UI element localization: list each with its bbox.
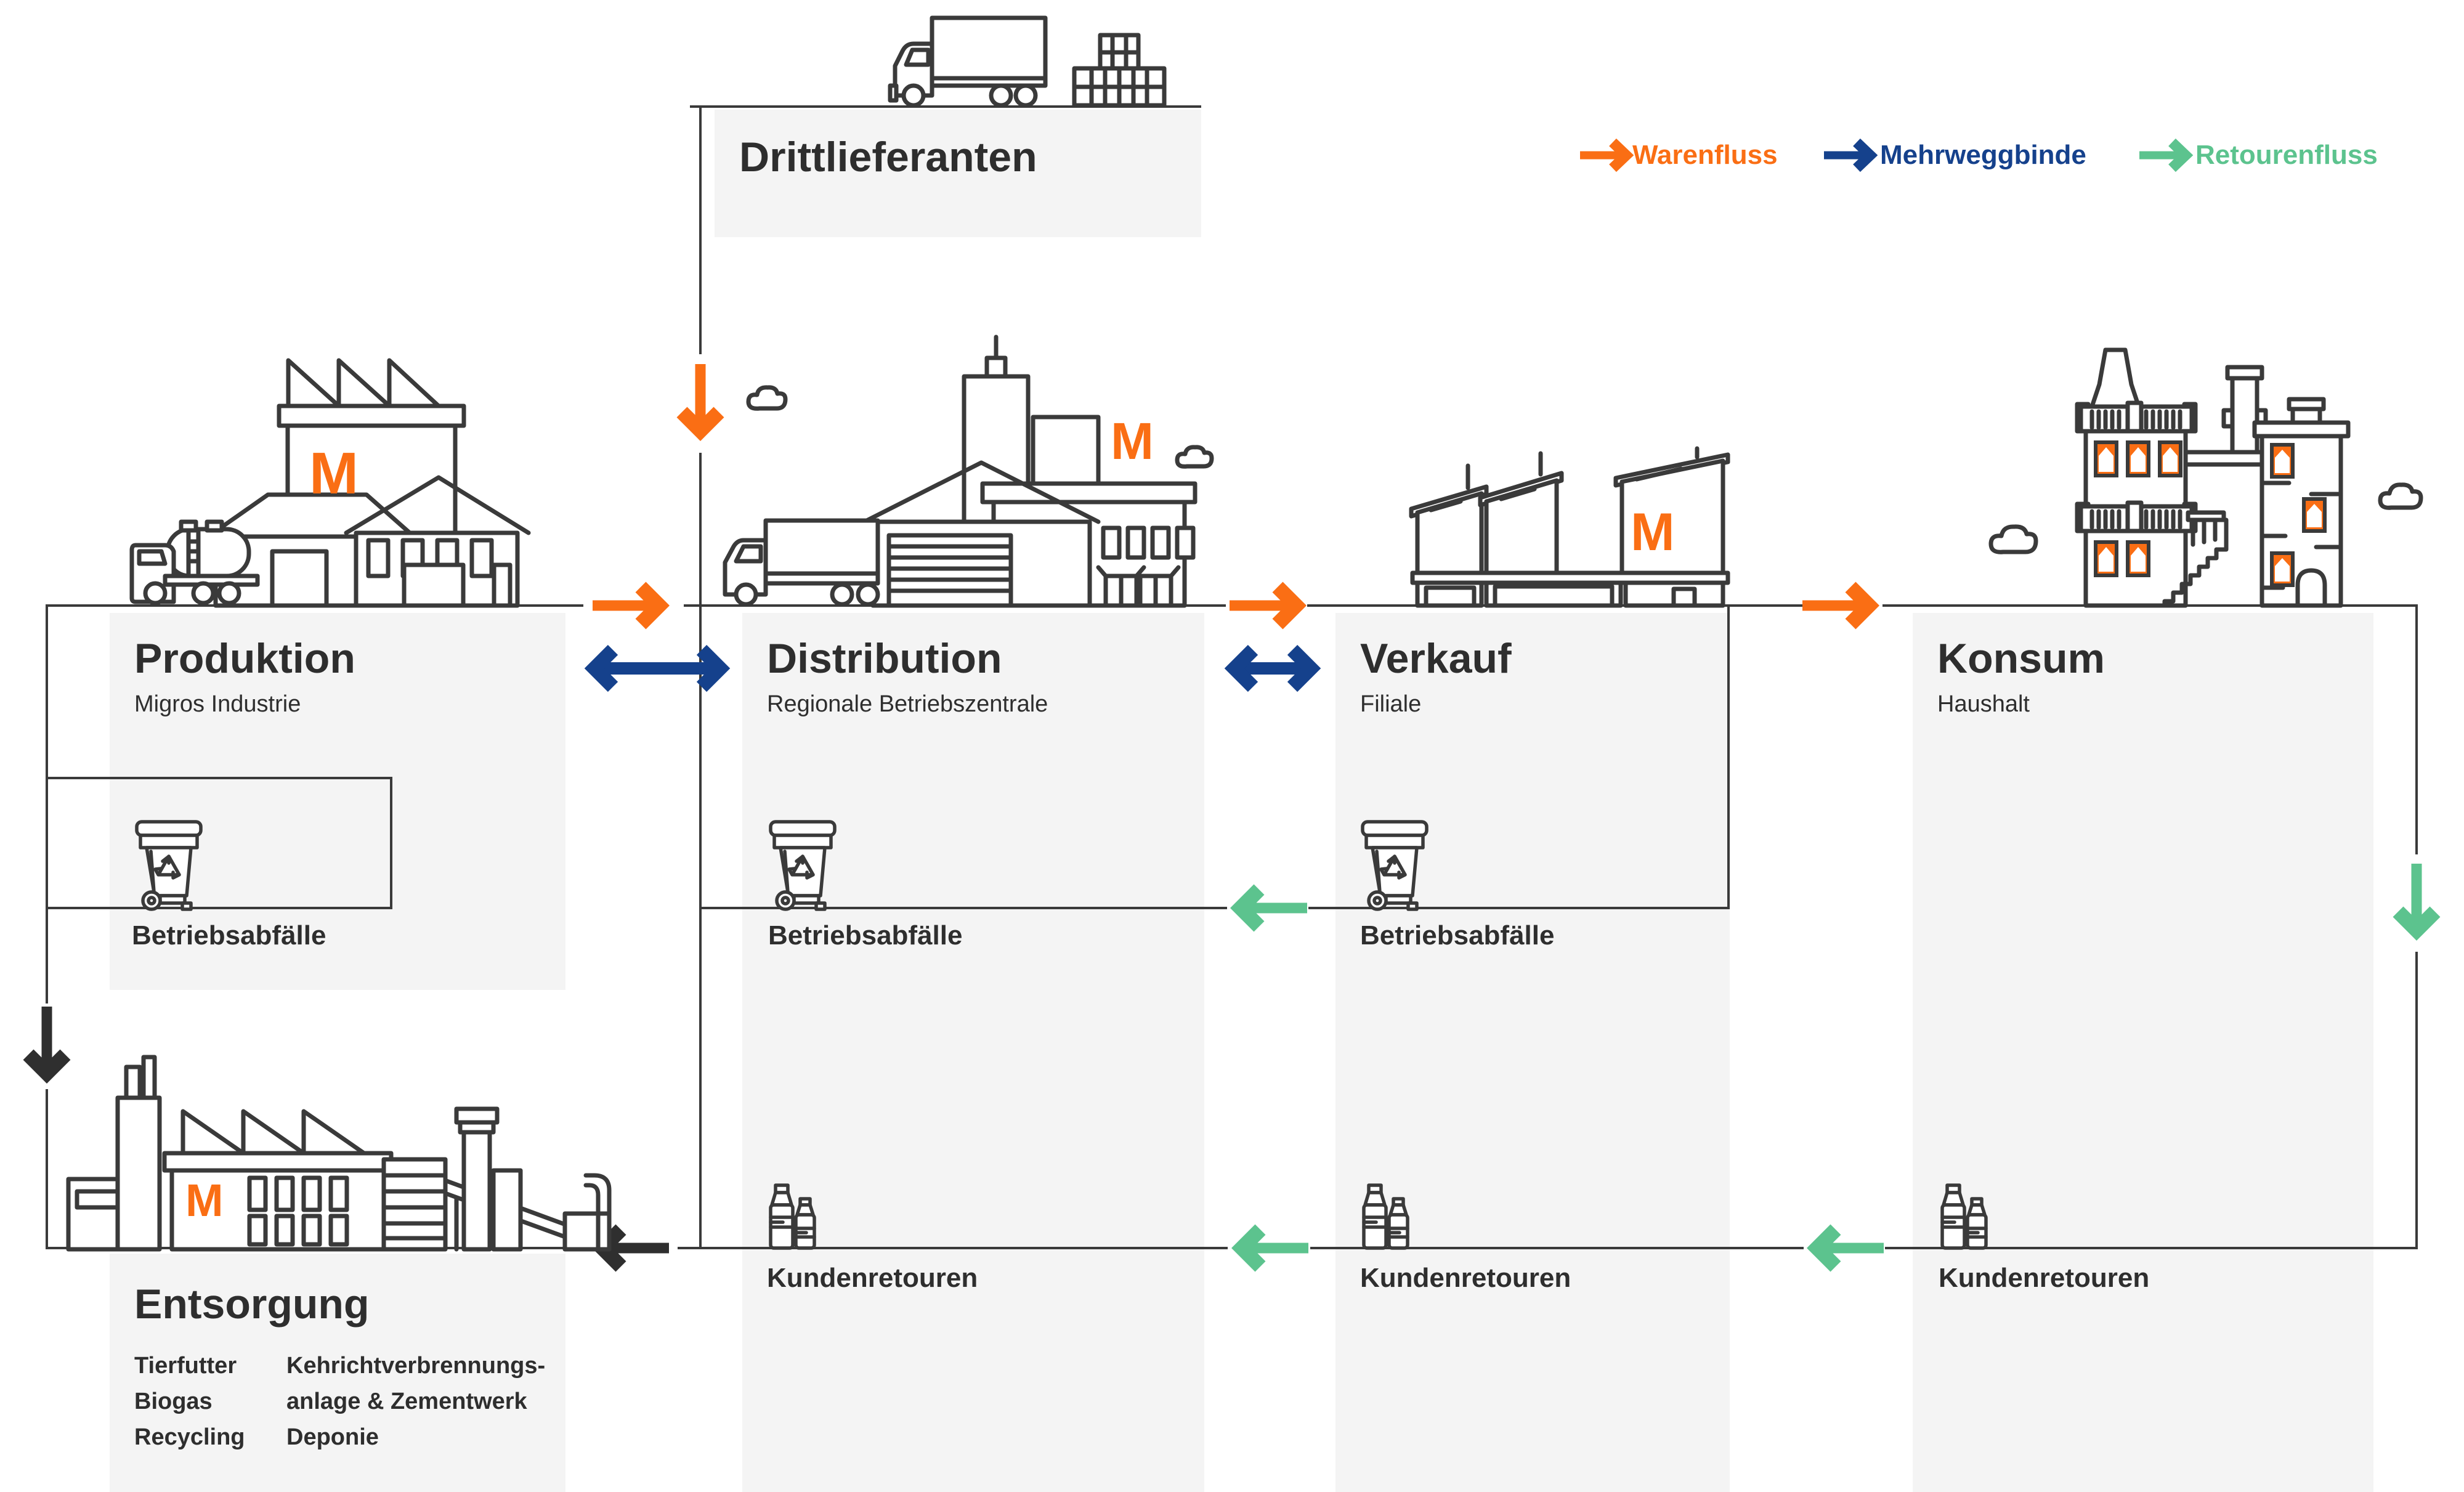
delivery-truck-icon (888, 15, 1048, 108)
flow-line-waste-distribution (702, 907, 1227, 909)
migros-logo-entsorgung: M (185, 1175, 224, 1226)
flow-line-left-vertical-lower (46, 1089, 48, 1249)
stage-produktion: Produktion Migros Industrie (134, 635, 355, 718)
stage-title-entsorgung: Entsorgung (134, 1281, 370, 1328)
mehrweggbinde-arrow-distribution-verkauf (1224, 644, 1321, 692)
stage-title-verkauf: Verkauf (1360, 635, 1512, 682)
returns-label-konsum: Kundenretouren (1939, 1263, 2150, 1293)
panel-verkauf (1335, 613, 1730, 1492)
retourenfluss-arrow-waste-verkauf-distribution (1230, 884, 1307, 932)
distribution-warehouse-icon: M (723, 334, 1214, 608)
waste-label-verkauf: Betriebsabfälle (1360, 920, 1555, 951)
migros-logo-distribution: M (1111, 412, 1154, 470)
method-item: Recycling (134, 1424, 245, 1450)
legend-label-warenfluss: Warenfluss (1632, 140, 1778, 170)
flow-line-drittlieferanten-vertical-upper (699, 105, 702, 354)
flow-line-produktion-waste-top (46, 777, 392, 779)
retourenfluss-arrow-konsum-down (2393, 864, 2441, 941)
method-item: Biogas (134, 1389, 213, 1414)
bottles-icon-konsum (1940, 1183, 1988, 1250)
legend-label-mehrweggbinde: Mehrweggbinde (1880, 140, 2086, 170)
flow-line-konsum-right-vertical-lower (2415, 952, 2418, 1249)
stage-verkauf: Verkauf Filiale (1360, 635, 1512, 718)
method-item: anlage & Zementwerk (286, 1389, 527, 1414)
panel-distribution (742, 613, 1204, 1492)
migros-logo-verkauf: M (1631, 503, 1675, 562)
stage-subtitle-konsum: Haushalt (1937, 691, 2030, 717)
verkauf-store-icon: M (1409, 446, 1730, 608)
warenfluss-arrow-drittlieferanten-down (676, 364, 724, 441)
stage-subtitle-distribution: Regionale Betriebszentrale (767, 691, 1048, 717)
bottles-icon-distribution (769, 1183, 816, 1250)
entsorgung-methods-col2: Kehrichtverbrennungs- anlage & Zementwer… (286, 1348, 545, 1455)
stage-title-distribution: Distribution (767, 635, 1002, 682)
stage-title-drittlieferanten: Drittlieferanten (739, 134, 1037, 180)
flow-line-produktion-waste-bottom (46, 907, 392, 909)
returns-label-verkauf: Kundenretouren (1360, 1263, 1571, 1293)
panel-entsorgung (110, 1254, 565, 1492)
flow-line-waste-verkauf (1308, 907, 1730, 909)
flow-line-verkauf-right-vertical (1727, 604, 1730, 909)
flow-line-konsum-right-vertical-upper (2415, 604, 2418, 854)
warenfluss-arrow-distribution-verkauf (1230, 582, 1307, 630)
retourenfluss-legend-arrow-icon (2139, 138, 2194, 172)
bottles-icon-verkauf (1362, 1183, 1409, 1250)
mehrweggbinde-arrow-produktion-distribution (584, 644, 731, 692)
waste-label-produktion: Betriebsabfälle (132, 920, 326, 951)
flow-line-top-ground (690, 105, 1201, 108)
stage-konsum: Konsum Haushalt (1937, 635, 2105, 718)
entsorgung-methods-col1: Tierfutter Biogas Recycling (134, 1348, 245, 1455)
cloud-icon (1988, 524, 2038, 554)
panel-konsum (1913, 613, 2373, 1492)
retourenfluss-arrow-returns-konsum-verkauf (1807, 1224, 1884, 1272)
warenfluss-arrow-verkauf-konsum (1802, 582, 1879, 630)
warenfluss-arrow-produktion-distribution (593, 582, 670, 630)
waste-bin-icon-distribution (769, 820, 837, 911)
method-item: Tierfutter (134, 1353, 237, 1379)
stage-drittlieferanten: Drittlieferanten (739, 133, 1037, 181)
cargo-boxes-icon (1072, 33, 1167, 108)
flow-line-returns-2 (678, 1247, 1228, 1249)
stage-subtitle-verkauf: Filiale (1360, 691, 1422, 717)
stage-title-produktion: Produktion (134, 635, 355, 682)
entsorgung-arrow-produktion-down (23, 1007, 71, 1084)
panel-drittlieferanten (715, 110, 1201, 237)
stage-title-konsum: Konsum (1937, 635, 2105, 682)
flow-line-returns-3 (1310, 1247, 1804, 1249)
flow-line-drittlieferanten-vertical-lower (699, 453, 702, 1249)
waste-bin-icon-verkauf (1361, 820, 1429, 911)
stage-subtitle-produktion: Migros Industrie (134, 691, 301, 717)
flow-line-left-vertical-upper (46, 604, 48, 1003)
konsum-houses-icon (2075, 347, 2351, 608)
returns-label-distribution: Kundenretouren (767, 1263, 978, 1293)
entsorgung-plant-icon: M (66, 1055, 612, 1252)
cloud-icon (2378, 482, 2423, 510)
method-item: Deponie (286, 1424, 379, 1450)
warenfluss-legend-arrow-icon (1580, 138, 1634, 172)
method-item: Kehrichtverbrennungs- (286, 1353, 546, 1379)
waste-label-distribution: Betriebsabfälle (768, 920, 963, 951)
waste-bin-icon-produktion (135, 820, 203, 911)
flow-line-returns-4 (1885, 1247, 2415, 1249)
stage-entsorgung: Entsorgung (134, 1280, 370, 1328)
produktion-factory-icon: M (129, 358, 531, 608)
migros-logo-produktion: M (309, 440, 359, 506)
flow-line-produktion-waste-right (390, 777, 392, 909)
legend-label-retourenfluss: Retourenfluss (2195, 140, 2378, 170)
mehrweggbinde-legend-arrow-icon (1824, 138, 1878, 172)
panel-produktion (110, 613, 565, 990)
retourenfluss-arrow-returns-verkauf-distribution (1231, 1224, 1308, 1272)
stage-distribution: Distribution Regionale Betriebszentrale (767, 635, 1048, 718)
